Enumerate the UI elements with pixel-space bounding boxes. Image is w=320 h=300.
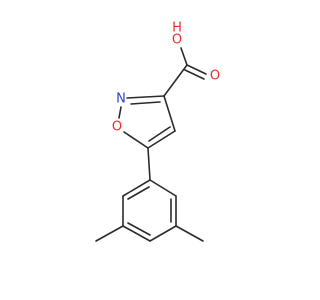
bond-n-c3-double-outer	[126, 95, 165, 99]
bond-c3-c4	[163, 95, 176, 132]
bond-ar1-ar2-inner	[127, 186, 150, 200]
atom-hydroxyl-hydrogen: H	[172, 21, 182, 36]
bond-c4-c5-inner	[148, 126, 171, 142]
bond-carboxyl-c-o-double-1	[186, 64, 207, 75]
bond-ar3-ar4	[122, 225, 151, 242]
atom-ring-oxygen: O	[112, 120, 122, 135]
bond-carboxyl-c-o-double-2	[184, 69, 205, 80]
bond-c5-o	[123, 131, 149, 149]
bond-methyl-left	[95, 225, 124, 242]
bond-methyl-right	[175, 225, 204, 242]
bond-o-n	[118, 106, 122, 119]
atom-carbonyl-oxygen: O	[210, 69, 220, 84]
bond-ar6-ar1	[149, 179, 177, 197]
bond-c3-carboxyl	[163, 64, 188, 97]
bond-carboxyl-c-oh	[180, 47, 188, 66]
bond-ar1-ar2	[122, 179, 151, 197]
atom-labels: O H O N O	[112, 21, 220, 135]
molecule-structure: O H O N O	[95, 21, 220, 242]
bond-ar4-ar5	[149, 225, 177, 242]
bond-c5-aryl	[147, 147, 151, 181]
bonds	[95, 47, 207, 242]
bond-c4-c5-outer	[147, 130, 176, 149]
bond-n-c3-double-inner	[130, 101, 161, 105]
atom-hydroxyl-oxygen: O	[172, 33, 182, 48]
bond-ar3-ar4-inner	[127, 222, 151, 236]
atom-ring-nitrogen: N	[116, 92, 126, 107]
